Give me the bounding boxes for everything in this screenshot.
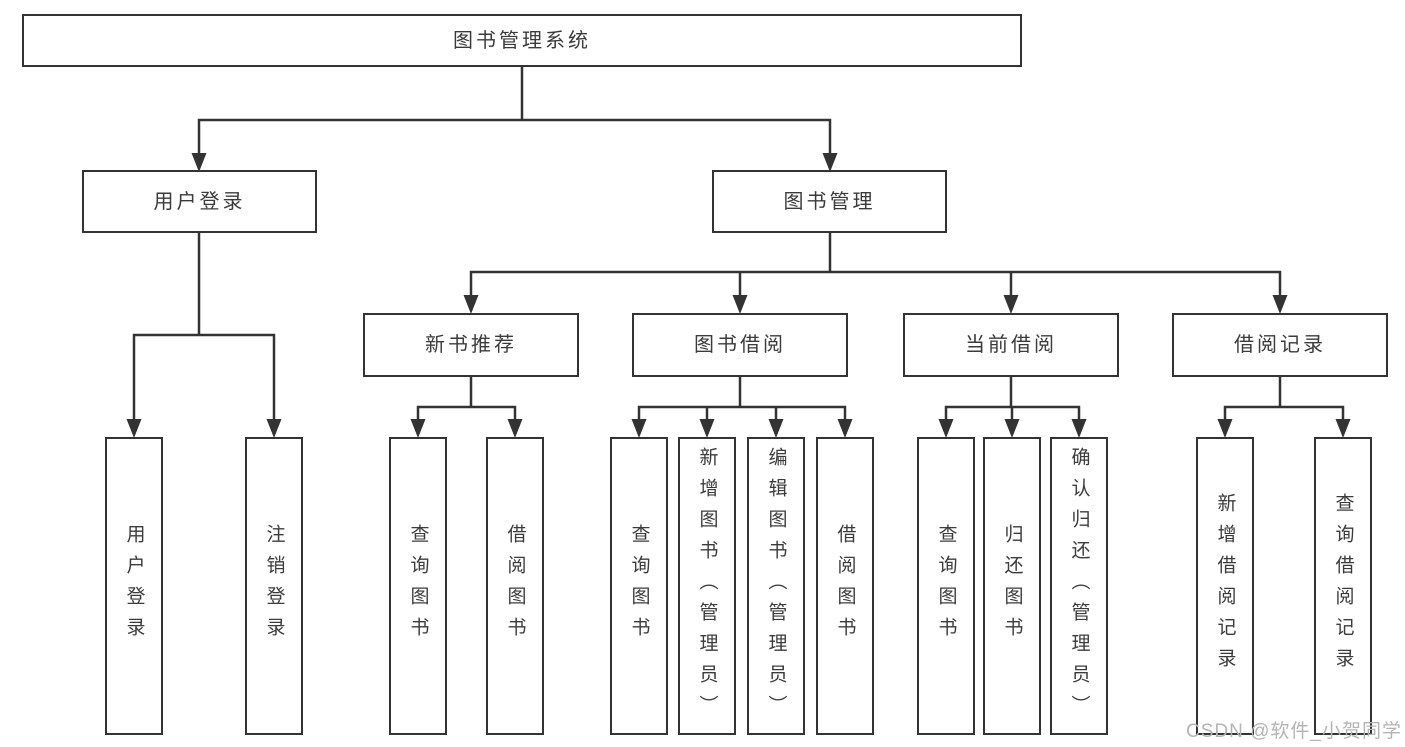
connector-borrowing-to-leaves: [631, 376, 853, 438]
arrowhead: [938, 419, 954, 438]
node-borrowing-records: 借阅记录: [1172, 313, 1388, 377]
node-current-borrowing: 当前借阅: [903, 313, 1119, 377]
node-book-management: 图书管理: [712, 170, 947, 233]
arrowhead: [507, 419, 523, 438]
arrowhead: [191, 153, 207, 172]
leaf-records-query-record: 查询借阅记录: [1314, 437, 1372, 735]
connector-root-to-level2: [191, 67, 838, 172]
arrowhead: [768, 419, 784, 438]
arrowhead: [266, 419, 282, 438]
node-user-login: 用户登录: [82, 170, 317, 233]
arrowhead: [1272, 295, 1288, 314]
leaf-records-add-record: 新增借阅记录: [1196, 437, 1254, 735]
connector-current-to-leaves: [938, 376, 1087, 438]
arrowhead: [126, 419, 142, 438]
node-new-book-recommend: 新书推荐: [363, 313, 579, 377]
connector-records-to-leaves: [1217, 376, 1351, 438]
arrowhead: [732, 295, 748, 314]
watermark: CSDN @软件_小贺同学: [1186, 721, 1402, 742]
arrowhead: [1071, 419, 1087, 438]
node-book-borrowing: 图书借阅: [632, 313, 848, 377]
arrowhead: [837, 419, 853, 438]
arrowhead: [822, 153, 838, 172]
leaf-current-query-books: 查询图书: [917, 437, 975, 735]
leaf-recommend-borrow-books: 借阅图书: [486, 437, 544, 735]
arrowhead: [1003, 295, 1019, 314]
leaf-borrowing-borrow-books: 借阅图书: [816, 437, 874, 735]
leaf-recommend-query-books: 查询图书: [389, 437, 447, 735]
arrowhead: [1004, 419, 1020, 438]
arrowhead: [1217, 419, 1233, 438]
leaf-current-confirm-return-admin: 确认归还（管理员）: [1050, 437, 1108, 735]
node-root: 图书管理系统: [22, 14, 1022, 67]
arrowhead: [463, 295, 479, 314]
leaf-current-return-books: 归还图书: [983, 437, 1041, 735]
leaf-user-login: 用户登录: [105, 437, 163, 735]
connector-user-login-to-leaves: [126, 232, 282, 438]
leaf-borrowing-add-books-admin: 新增图书（管理员）: [678, 437, 736, 735]
connector-recommend-to-leaves: [410, 376, 523, 438]
arrowhead: [631, 419, 647, 438]
arrowhead: [410, 419, 426, 438]
arrowhead: [1335, 419, 1351, 438]
connector-book-management-to-level3: [463, 232, 1288, 314]
leaf-borrowing-query-books: 查询图书: [610, 437, 668, 735]
arrowhead: [699, 419, 715, 438]
leaf-logout: 注销登录: [245, 437, 303, 735]
leaf-borrowing-edit-books-admin: 编辑图书（管理员）: [747, 437, 805, 735]
